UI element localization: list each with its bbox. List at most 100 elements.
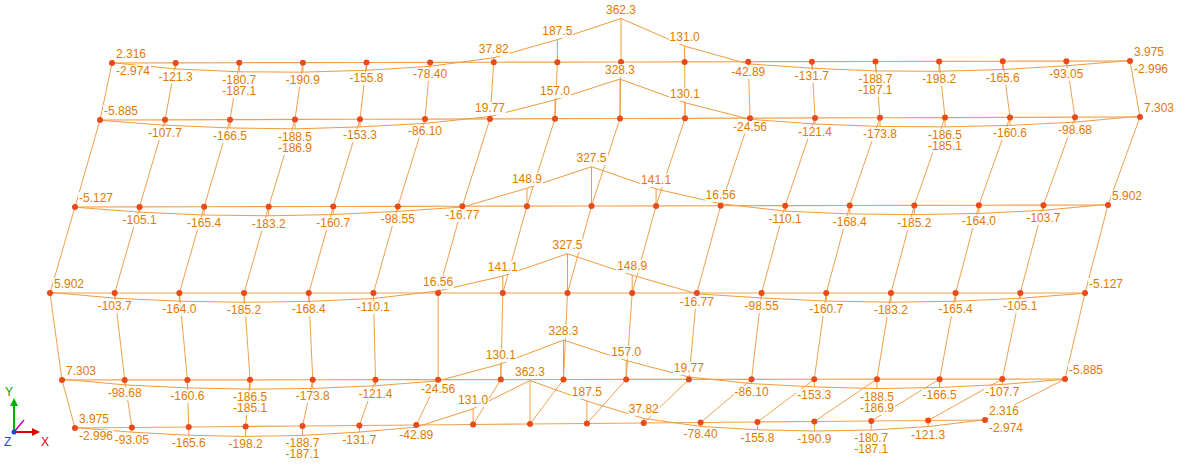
moment-value: -165.4 xyxy=(938,303,974,316)
y-axis-arrow xyxy=(13,404,15,432)
moment-value: 187.5 xyxy=(541,25,573,38)
x-axis-arrow xyxy=(14,431,34,433)
moment-value: -164.0 xyxy=(961,215,997,228)
moment-value: 187.5 xyxy=(571,386,603,399)
moment-value: 328.3 xyxy=(604,64,636,77)
moment-value: -5.885 xyxy=(1068,364,1104,377)
moment-value: -16.77 xyxy=(679,296,715,309)
moment-value: -107.7 xyxy=(147,127,183,140)
moment-value: -166.5 xyxy=(922,389,958,402)
joint-dot xyxy=(184,377,190,383)
joint-dot xyxy=(925,418,931,424)
frame-member xyxy=(503,206,527,293)
moment-value: 148.9 xyxy=(616,260,648,273)
moment-value: 2.316 xyxy=(988,405,1020,418)
joint-dot xyxy=(888,290,894,296)
moment-value: -121.4 xyxy=(357,388,393,401)
moment-value: -185.2 xyxy=(896,217,932,230)
joint-dot xyxy=(745,59,751,65)
joint-dot xyxy=(129,425,135,431)
joint-dot xyxy=(811,419,817,425)
moment-value: -2.996 xyxy=(78,430,114,443)
moment-value: -16.77 xyxy=(444,209,480,222)
moment-value: 16.56 xyxy=(422,276,454,289)
joint-dot xyxy=(137,204,143,210)
moment-value: -173.8 xyxy=(295,390,331,403)
frame-member xyxy=(187,380,188,427)
moment-value: -78.40 xyxy=(683,428,719,441)
joint-dot xyxy=(937,376,943,382)
moment-value: -173.8 xyxy=(862,128,898,141)
joint-dot xyxy=(911,202,917,208)
joint-dot xyxy=(847,203,853,209)
moment-value: -168.4 xyxy=(291,303,327,316)
joint-dot xyxy=(370,290,376,296)
moment-value: -121.3 xyxy=(158,71,194,84)
moment-tick xyxy=(586,401,587,424)
joint-dot xyxy=(1072,114,1078,120)
moment-value: 328.3 xyxy=(547,325,579,338)
joint-dot xyxy=(759,290,765,296)
joint-dot xyxy=(491,59,497,65)
joint-dot xyxy=(413,422,419,428)
axis-label: Y xyxy=(4,386,14,399)
joint-dot xyxy=(173,60,179,66)
moment-value: 130.1 xyxy=(669,88,701,101)
moment-value: -164.0 xyxy=(161,303,197,316)
joint-dot xyxy=(162,117,168,123)
moment-curve xyxy=(62,340,1065,389)
joint-dot xyxy=(236,60,242,66)
moment-value: -165.6 xyxy=(171,437,207,450)
moment-value: -190.9 xyxy=(796,433,832,446)
moment-value: -183.2 xyxy=(873,304,909,317)
joint-dot xyxy=(300,60,306,66)
frame-member xyxy=(462,119,490,206)
joint-dot xyxy=(809,59,815,65)
frame-member xyxy=(697,206,721,293)
joint-dot xyxy=(641,420,647,426)
joint-dot xyxy=(524,203,530,209)
moment-value: -121.3 xyxy=(910,429,946,442)
joint-dot xyxy=(584,421,590,427)
moment-value: -2.974 xyxy=(988,422,1024,435)
frame-member xyxy=(626,293,632,379)
joint-dot xyxy=(873,59,879,65)
moment-curve xyxy=(50,254,1085,303)
joint-dot xyxy=(422,116,428,122)
moment-value: 327.5 xyxy=(575,152,607,165)
frame-member xyxy=(501,293,503,380)
moment-value: -110.1 xyxy=(768,213,803,226)
y-axis-head xyxy=(10,398,18,406)
joint-dot xyxy=(812,115,818,121)
joint-dot xyxy=(227,117,233,123)
beam-line xyxy=(75,420,985,428)
joint-dot xyxy=(1040,202,1046,208)
moment-value: 157.0 xyxy=(610,346,642,359)
moment-value: -186.9 xyxy=(277,142,313,155)
joint-dot xyxy=(554,59,560,65)
joint-dot xyxy=(1000,58,1006,64)
moment-value: 37.82 xyxy=(628,403,660,416)
joint-dot xyxy=(942,115,948,121)
moment-value: -165.4 xyxy=(186,217,222,230)
joint-dot xyxy=(617,116,623,122)
frame-member xyxy=(527,119,555,206)
frame-member xyxy=(939,61,945,117)
joint-dot xyxy=(357,116,363,122)
moment-value: -153.3 xyxy=(342,129,378,142)
moment-value: -107.7 xyxy=(984,386,1020,399)
joint-dot xyxy=(306,290,312,296)
moment-value: 362.3 xyxy=(605,4,637,17)
moment-value: 130.1 xyxy=(485,349,517,362)
moment-value: -103.7 xyxy=(1025,212,1061,225)
moment-value: 7.303 xyxy=(1143,102,1175,115)
moment-value: -160.7 xyxy=(315,217,351,230)
moment-value: -153.3 xyxy=(796,389,832,402)
moment-value: -183.2 xyxy=(251,218,287,231)
joint-dot xyxy=(565,290,571,296)
joint-dot xyxy=(176,290,182,296)
moment-tick xyxy=(591,167,592,206)
moment-value: -42.89 xyxy=(730,66,766,79)
joint-dot xyxy=(936,58,942,64)
